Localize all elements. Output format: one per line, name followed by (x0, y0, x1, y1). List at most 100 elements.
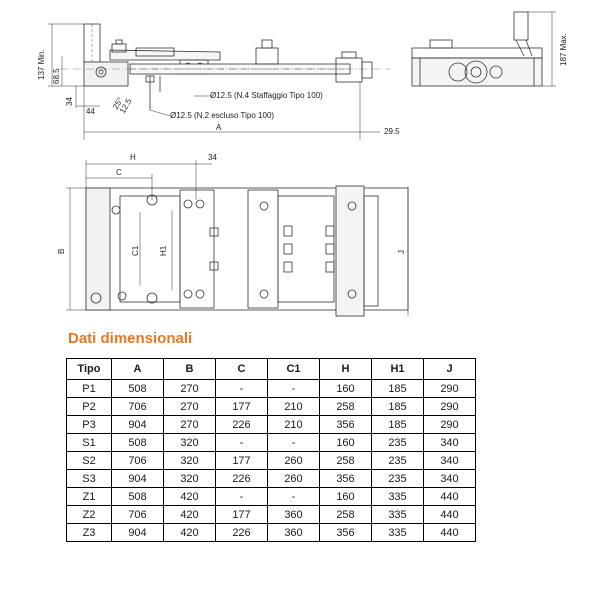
table-cell: - (267, 433, 320, 452)
table-cell: 360 (267, 505, 320, 524)
table-cell: 420 (163, 487, 216, 506)
front-label-max-height: 187 Max. (559, 33, 568, 66)
table-cell: Z1 (66, 487, 112, 506)
side-label-a: A (216, 123, 222, 132)
table-cell: 904 (111, 469, 164, 488)
table-cell: 335 (371, 487, 424, 506)
table-cell: S3 (66, 469, 112, 488)
table-header-cell: H1 (371, 358, 424, 380)
plan-label-h1: H1 (159, 245, 168, 256)
table-cell: 508 (111, 379, 164, 398)
table-cell: 185 (371, 379, 424, 398)
side-view-drawing (60, 23, 390, 110)
table-cell: 706 (111, 505, 164, 524)
table-cell: 290 (423, 379, 476, 398)
side-view-dimensions (48, 23, 380, 140)
plan-label-b: B (57, 249, 66, 254)
table-cell: P3 (66, 415, 112, 434)
table-cell: P2 (66, 397, 112, 416)
table-cell: 290 (423, 415, 476, 434)
section-title: Dati dimensionali (68, 330, 193, 347)
table-cell: 235 (371, 469, 424, 488)
table-cell: 185 (371, 415, 424, 434)
plan-label-j: J (397, 250, 406, 254)
table-header-cell: H (319, 358, 372, 380)
table-cell: 185 (371, 397, 424, 416)
table-cell: 258 (319, 451, 372, 470)
table-cell: - (267, 487, 320, 506)
table-cell: 210 (267, 415, 320, 434)
table-cell: 356 (319, 523, 372, 542)
table-cell: 270 (163, 415, 216, 434)
side-label-escluso: Ø12.5 (N.2 escluso Tipo 100) (170, 111, 274, 120)
table-cell: 340 (423, 433, 476, 452)
table-cell: 360 (267, 523, 320, 542)
plan-view-drawing (85, 185, 409, 317)
table-cell: 440 (423, 505, 476, 524)
table-cell: 320 (163, 433, 216, 452)
side-label-staffaggio: Ø12.5 (N.4 Staffaggio Tipo 100) (210, 91, 323, 100)
table-cell: 290 (423, 397, 476, 416)
table-cell: 335 (371, 505, 424, 524)
side-label-b: 29.5 (384, 127, 400, 136)
table-cell: 160 (319, 487, 372, 506)
table-cell: Z3 (66, 523, 112, 542)
side-label-d2: 34 (65, 97, 74, 106)
table-cell: 320 (163, 451, 216, 470)
plan-view-dimensions (66, 160, 409, 316)
table-cell: 440 (423, 487, 476, 506)
table-cell: 177 (215, 397, 268, 416)
front-view-drawing (411, 11, 543, 87)
table-cell: 260 (267, 469, 320, 488)
table-cell: 270 (163, 397, 216, 416)
table-cell: P1 (66, 379, 112, 398)
table-cell: 235 (371, 451, 424, 470)
table-header-cell: B (163, 358, 216, 380)
table-cell: 177 (215, 451, 268, 470)
table-cell: Z2 (66, 505, 112, 524)
table-cell: 508 (111, 433, 164, 452)
table-cell: 508 (111, 487, 164, 506)
table-cell: 420 (163, 505, 216, 524)
table-cell: S2 (66, 451, 112, 470)
table-cell: 706 (111, 397, 164, 416)
table-header-cell: J (423, 358, 476, 380)
front-view-dimensions (528, 11, 556, 87)
side-label-d3: 44 (86, 107, 95, 116)
table-cell: S1 (66, 433, 112, 452)
side-label-d1: 68.5 (52, 68, 61, 84)
technical-drawings: 137 Min. 68.5 34 44 25° 12.5 Ø12.5 (N.4 … (37, 11, 568, 317)
table-cell: 420 (163, 523, 216, 542)
table-cell: 440 (423, 523, 476, 542)
plan-label-c1: C1 (131, 245, 140, 256)
table-header-cell: Tipo (66, 358, 112, 380)
plan-label-c: C (116, 168, 122, 177)
table-cell: 260 (267, 451, 320, 470)
table-cell: - (267, 379, 320, 398)
table-cell: 904 (111, 523, 164, 542)
side-label-min-height: 137 Min. (37, 49, 46, 80)
table-cell: 226 (215, 415, 268, 434)
table-cell: 258 (319, 505, 372, 524)
table-cell: 340 (423, 451, 476, 470)
table-cell: 177 (215, 505, 268, 524)
table-cell: 210 (267, 397, 320, 416)
table-cell: 226 (215, 469, 268, 488)
table-cell: 258 (319, 397, 372, 416)
table-cell: 235 (371, 433, 424, 452)
table-cell: - (215, 487, 268, 506)
table-cell: 904 (111, 415, 164, 434)
table-header-row: Tipo A B C C1 H H1 J (66, 358, 476, 380)
table-header-cell: A (111, 358, 164, 380)
table-cell: 270 (163, 379, 216, 398)
table-cell: 340 (423, 469, 476, 488)
table-cell: - (215, 433, 268, 452)
